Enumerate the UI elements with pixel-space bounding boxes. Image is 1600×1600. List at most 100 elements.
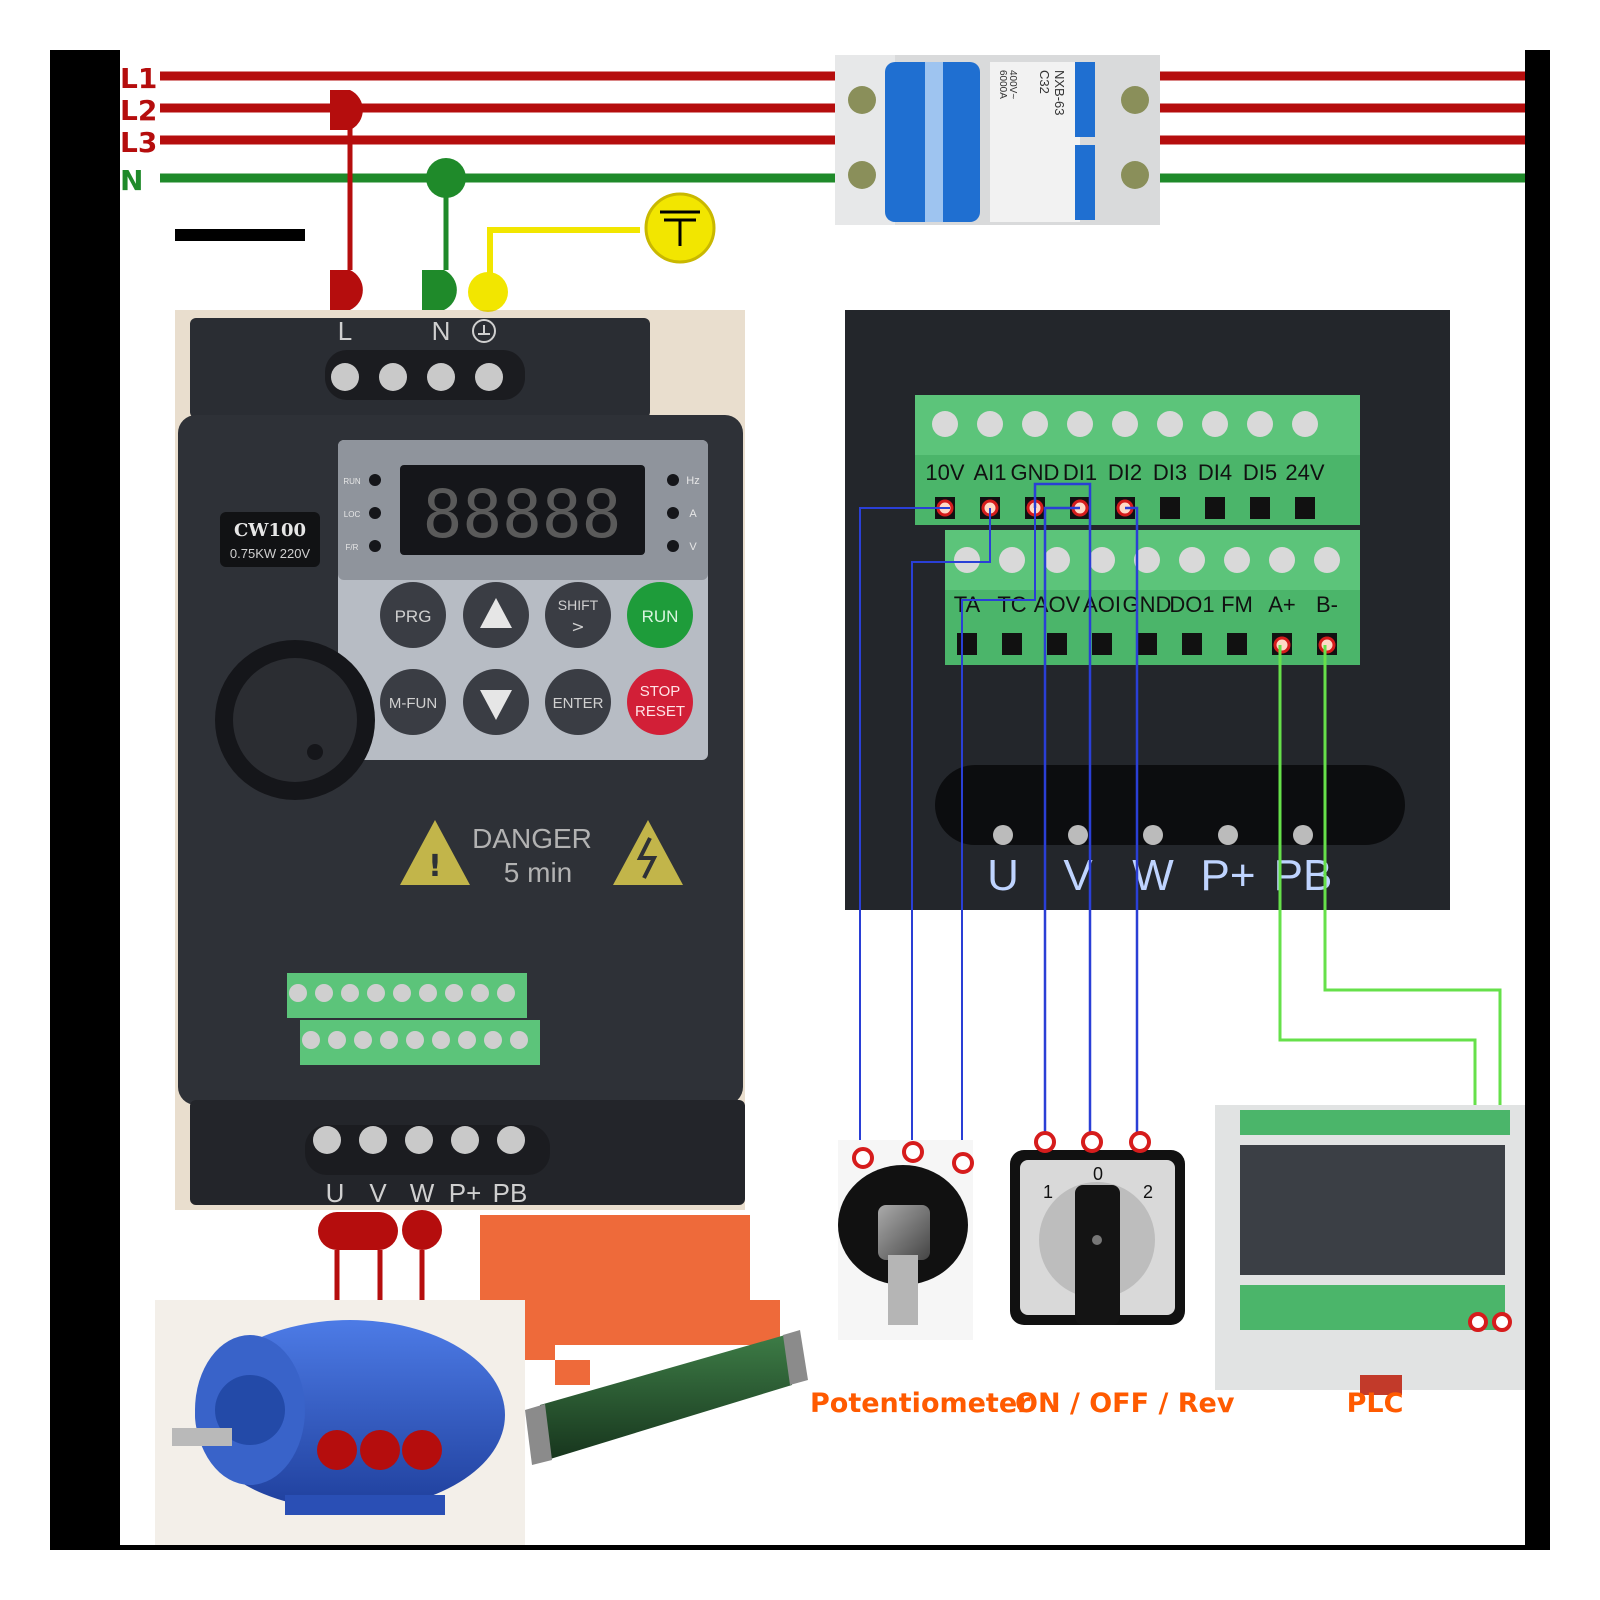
enter-button[interactable]: ENTER xyxy=(545,669,611,735)
motor-terminal xyxy=(360,1430,400,1470)
svg-text:STOP: STOP xyxy=(640,683,681,700)
terminal-screw xyxy=(1269,547,1295,573)
terminal-screw xyxy=(497,984,515,1002)
terminal-screw xyxy=(1293,825,1313,845)
terminal-screw xyxy=(1112,411,1138,437)
led-indicator xyxy=(369,540,381,552)
terminal-screw xyxy=(475,363,503,391)
terminal-screw xyxy=(458,1031,476,1049)
plc xyxy=(1215,1105,1525,1395)
terminal-screw xyxy=(393,984,411,1002)
power-terminal-label: PB xyxy=(1274,851,1333,900)
warning-subtitle: 5 min xyxy=(504,857,572,888)
power-terminal-label: W xyxy=(1132,851,1174,900)
knob-dot-icon xyxy=(307,744,323,760)
input-label-n: N xyxy=(432,316,451,346)
switch-pos-1: 1 xyxy=(1043,1182,1053,1202)
stop-reset-button[interactable]: STOP RESET xyxy=(627,669,693,735)
terminal-screw xyxy=(379,363,407,391)
braking-resistor xyxy=(525,1330,808,1465)
led-label-v: V xyxy=(689,541,697,553)
front-terminal-screws xyxy=(289,984,528,1049)
warning-title: DANGER xyxy=(472,823,592,854)
svg-text:PRG: PRG xyxy=(395,607,432,626)
speed-knob[interactable] xyxy=(215,640,375,800)
terminal-screw xyxy=(1157,411,1183,437)
led-label-a: A xyxy=(689,508,697,520)
terminal-screw xyxy=(497,1126,525,1154)
terminal-screw xyxy=(484,1031,502,1049)
terminal-socket xyxy=(1295,497,1315,519)
breaker-screw xyxy=(1121,86,1149,114)
pot-terminal xyxy=(852,1147,874,1169)
warning-area: ! DANGER 5 min xyxy=(400,820,683,888)
terminal-screw xyxy=(331,363,359,391)
plc-terminal xyxy=(1468,1312,1488,1332)
mfun-button[interactable]: M-FUN xyxy=(380,669,446,735)
output-label-pb: PB xyxy=(493,1178,528,1208)
terminal-label: A+ xyxy=(1268,592,1296,617)
breaker-screw xyxy=(848,86,876,114)
shift-button[interactable]: SHIFT > xyxy=(545,582,611,648)
terminal-label: AOI xyxy=(1083,592,1121,617)
display-readout: 88888 xyxy=(423,476,622,553)
warning-exclamation-icon xyxy=(400,820,470,885)
breaker-text-b: 6000A xyxy=(997,70,1008,99)
selector-switch[interactable]: 1 0 2 xyxy=(1010,1131,1185,1325)
input-terminal-block xyxy=(325,350,525,400)
terminal-screw xyxy=(354,1031,372,1049)
terminal-label: B- xyxy=(1316,592,1338,617)
terminal-screw xyxy=(977,411,1003,437)
earth-lead-cap xyxy=(468,272,508,312)
terminal-socket xyxy=(1182,633,1202,655)
terminal-screw xyxy=(1067,411,1093,437)
terminal-socket xyxy=(1002,633,1022,655)
breaker-screw xyxy=(1121,161,1149,189)
terminal-label: GND xyxy=(1011,460,1060,485)
terminal-screw xyxy=(1314,547,1340,573)
ground-icon xyxy=(472,319,496,343)
shift-arrow-icon: > xyxy=(571,617,584,636)
warning-lightning-icon xyxy=(613,820,683,885)
terminal-screw xyxy=(406,1031,424,1049)
run-button[interactable]: RUN xyxy=(627,582,693,648)
power-terminal-label: P+ xyxy=(1200,851,1255,900)
terminal-screw xyxy=(405,1126,433,1154)
terminal-screw xyxy=(1044,547,1070,573)
up-button[interactable] xyxy=(463,582,529,648)
terminal-screw xyxy=(328,1031,346,1049)
terminal-socket xyxy=(1227,633,1247,655)
terminal-screw xyxy=(1247,411,1273,437)
w-lead-cap xyxy=(402,1210,442,1250)
led-label-loc: LOC xyxy=(344,510,361,519)
output-label-p: P+ xyxy=(449,1178,482,1208)
led-label-fr: F/R xyxy=(346,543,359,552)
terminal-screw xyxy=(367,984,385,1002)
potentiometer[interactable] xyxy=(838,1140,974,1340)
arrow-up-icon xyxy=(480,598,512,628)
input-wiring xyxy=(330,110,716,312)
wired-terminal xyxy=(1273,636,1291,654)
circuit-breaker: NXB-63 C32 400V~ 6000A xyxy=(835,55,1160,225)
bus-label-l3: L3 xyxy=(120,126,157,159)
caption-potentiometer: Potentiometer xyxy=(810,1388,1031,1419)
terminal-screw xyxy=(1292,411,1318,437)
switch-terminal xyxy=(1034,1131,1056,1153)
breaker-screw xyxy=(848,161,876,189)
prg-button[interactable]: PRG xyxy=(380,582,446,648)
terminal-screw xyxy=(359,1126,387,1154)
down-button[interactable] xyxy=(463,669,529,735)
terminal-screw xyxy=(1089,547,1115,573)
breaker-model: NXB-63 xyxy=(1052,70,1067,116)
power-terminal-label: V xyxy=(1063,851,1093,900)
terminal-screw xyxy=(1202,411,1228,437)
terminal-screw xyxy=(1179,547,1205,573)
input-label-l: L xyxy=(338,316,352,346)
led-indicator xyxy=(369,474,381,486)
terminal-label: DI1 xyxy=(1063,460,1097,485)
model-badge xyxy=(220,512,320,567)
led-indicator xyxy=(667,540,679,552)
motor-shaft xyxy=(172,1428,232,1446)
